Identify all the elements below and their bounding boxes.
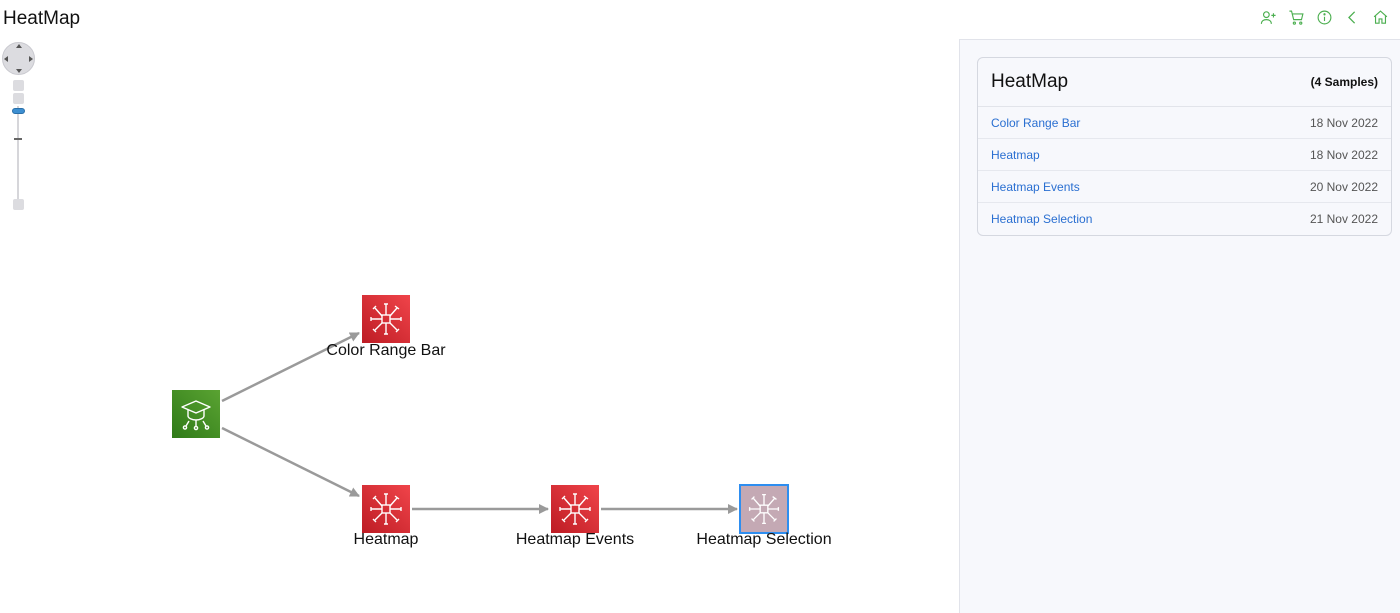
page-title: HeatMap [3,8,81,29]
sample-count: (4 Samples) [1310,75,1378,89]
pan-down-icon[interactable] [16,69,22,73]
graph-node-heatmap[interactable] [362,485,410,533]
list-item: Heatmap 18 Nov 2022 [978,139,1391,171]
graph-edges [221,331,738,514]
sample-date: 18 Nov 2022 [1309,147,1378,162]
list-item: Color Range Bar 18 Nov 2022 [978,107,1391,139]
edge-root-color-range-bar [221,331,360,403]
graph-node-heatmap-events[interactable] [551,485,599,533]
graph-node-root[interactable] [172,390,220,438]
heatmap-icon [362,485,410,533]
top-toolbar [1259,8,1390,27]
heatmap-icon [551,485,599,533]
home-icon [1373,10,1388,24]
info-icon [1317,10,1332,25]
graduation-cap-icon [172,390,220,438]
sample-date: 18 Nov 2022 [1309,115,1378,130]
node-label-heatmap: Heatmap [353,531,419,548]
node-label-heatmap-events: Heatmap Events [515,531,635,548]
edge-root-heatmap [221,426,360,498]
zoom-slider-thumb[interactable] [12,108,25,114]
samples-panel: HeatMap (4 Samples) Color Range Bar 18 N… [959,39,1400,613]
back-button[interactable] [1343,8,1362,27]
sample-date: 20 Nov 2022 [1309,179,1378,194]
add-user-button[interactable] [1259,8,1278,27]
cart-button[interactable] [1287,8,1306,27]
zoom-out-button[interactable] [13,199,24,210]
home-button[interactable] [1371,8,1390,27]
list-item: Heatmap Selection 21 Nov 2022 [978,203,1391,235]
sample-link[interactable]: Color Range Bar [991,115,1081,130]
zoom-slider-track[interactable] [17,106,19,199]
card-header: HeatMap (4 Samples) [978,58,1391,107]
zoom-default-mark [14,138,22,140]
sample-link[interactable]: Heatmap Selection [991,212,1093,226]
back-icon [1348,11,1356,24]
heatmap-icon [362,295,410,343]
zoom-reset-button[interactable] [13,93,24,104]
sample-link[interactable]: Heatmap [991,147,1040,162]
heatmap-icon [741,486,787,532]
pan-control[interactable] [2,42,35,75]
card-title: HeatMap [991,71,1069,92]
info-button[interactable] [1315,8,1334,27]
sample-link[interactable]: Heatmap Events [991,179,1080,194]
navigation-control [0,40,40,215]
sample-date: 21 Nov 2022 [1309,212,1378,226]
node-label-heatmap-selection: Heatmap Selection [696,531,832,548]
node-label-color-range-bar: Color Range Bar [326,342,446,359]
cart-icon [1289,10,1304,25]
add-user-icon [1260,11,1276,24]
sample-graph: Color Range Bar Heatmap [172,295,832,548]
pan-left-icon[interactable] [4,56,8,62]
zoom-in-button[interactable] [13,80,24,91]
graph-node-color-range-bar[interactable] [362,295,410,343]
list-item: Heatmap Events 20 Nov 2022 [978,171,1391,203]
graph-node-heatmap-selection[interactable] [739,484,789,534]
pan-up-icon[interactable] [16,44,22,48]
pan-right-icon[interactable] [29,56,33,62]
samples-card: HeatMap (4 Samples) Color Range Bar 18 N… [977,57,1392,236]
